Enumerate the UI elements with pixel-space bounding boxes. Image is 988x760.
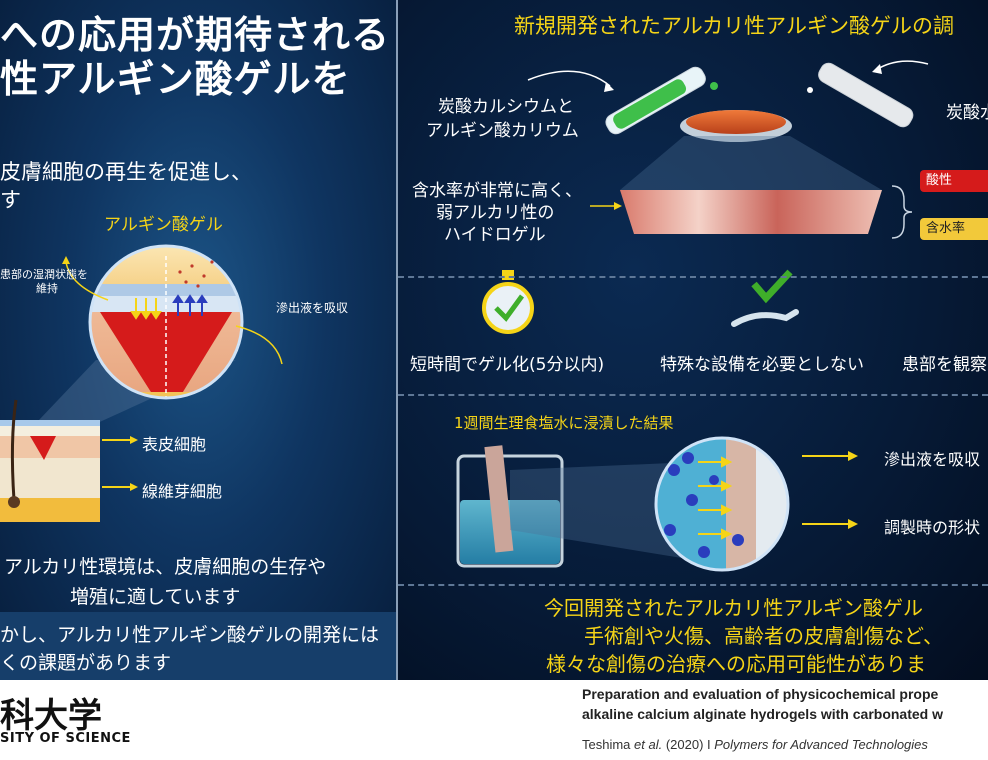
citation-journal: Polymers for Advanced Technologies xyxy=(714,737,928,752)
gel-desc-line1: 含水率が非常に高く、 xyxy=(412,181,582,201)
preparation-illustration xyxy=(456,60,929,572)
conclusion-line2: 手術創や火傷、高齢者の皮膚創傷など、 xyxy=(584,624,943,648)
feature-no-special-equipment: 特殊な設備を必要としない xyxy=(660,355,864,375)
feature-fast-gelation: 短時間でゲル化(5分以内) xyxy=(410,355,605,375)
issue-band xyxy=(0,612,396,680)
tag-acid: 酸性 xyxy=(920,170,988,192)
issue-line1: かし、アルカリ性アルギン酸ゲルの開発には xyxy=(0,624,380,646)
university-logo-kanji: 科大学 xyxy=(0,696,102,736)
citation: Teshima et al. (2020) I Polymers for Adv… xyxy=(582,737,928,752)
tag-water-content: 含水率 xyxy=(920,218,988,240)
intro-line1: 皮膚細胞の再生を促進し、 xyxy=(0,160,252,184)
alkaline-line1: アルカリ性環境は、皮膚細胞の生存や xyxy=(4,556,327,578)
result-keep-shape: 調製時の形状 xyxy=(884,518,981,537)
left-title-line1: への応用が期待される xyxy=(0,13,391,57)
conclusion-line3: 様々な創傷の治療への応用可能性がありま xyxy=(546,652,926,676)
footer xyxy=(0,680,988,760)
intro-line2: す xyxy=(0,188,21,212)
reagent-right: 炭酸水 xyxy=(946,103,988,123)
left-panel: への応用が期待される 性アルギン酸ゲルを 皮膚細胞の再生を促進し、 す アルギン… xyxy=(0,0,396,680)
fibroblast-label: 線維芽細胞 xyxy=(142,482,223,501)
gel-label: アルギン酸ゲル xyxy=(104,215,223,235)
right-title: 新規開発されたアルカリ性アルギン酸ゲルの調 xyxy=(514,14,954,38)
soak-title: 1週間生理食塩水に浸漬した結果 xyxy=(454,414,674,432)
moist-label-line2: 維持 xyxy=(36,282,58,295)
paper-title-line1: Preparation and evaluation of physicoche… xyxy=(582,686,939,702)
citation-et-al: et al. xyxy=(634,737,663,752)
moist-label-line1: 患部の湿潤状態を xyxy=(0,268,88,281)
university-logo-english: SITY OF SCIENCE xyxy=(0,731,131,746)
section-divider-2 xyxy=(398,394,988,396)
left-title-line2: 性アルギン酸ゲルを xyxy=(0,57,351,101)
gel-desc-line2: 弱アルカリ性の xyxy=(436,203,555,223)
result-absorb-exudate: 滲出液を吸収 xyxy=(884,450,981,469)
epidermis-label: 表皮細胞 xyxy=(142,435,207,454)
reagent-left-line2: アルギン酸カリウム xyxy=(426,121,579,141)
right-panel: 新規開発されたアルカリ性アルギン酸ゲルの調 xyxy=(398,0,988,680)
alkaline-line2: 増殖に適しています xyxy=(70,586,241,608)
panel-divider xyxy=(396,0,398,680)
section-divider-3 xyxy=(398,584,988,586)
issue-line2: くの課題があります xyxy=(0,652,172,674)
reagent-left-line1: 炭酸カルシウムと xyxy=(438,97,574,117)
feature-observe-wound: 患部を観察 xyxy=(902,355,987,375)
citation-authors: Teshima xyxy=(582,737,635,752)
gel-desc-line3: ハイドロゲル xyxy=(444,225,546,245)
section-divider-1 xyxy=(398,276,988,278)
conclusion-line1: 今回開発されたアルカリ性アルギン酸ゲル xyxy=(544,596,923,620)
wound-magnified-illustration xyxy=(0,244,283,522)
exudate-label: 滲出液を吸収 xyxy=(276,301,349,315)
citation-year: (2020) I xyxy=(662,737,715,752)
paper-title-line2: alkaline calcium alginate hydrogels with… xyxy=(582,706,943,722)
